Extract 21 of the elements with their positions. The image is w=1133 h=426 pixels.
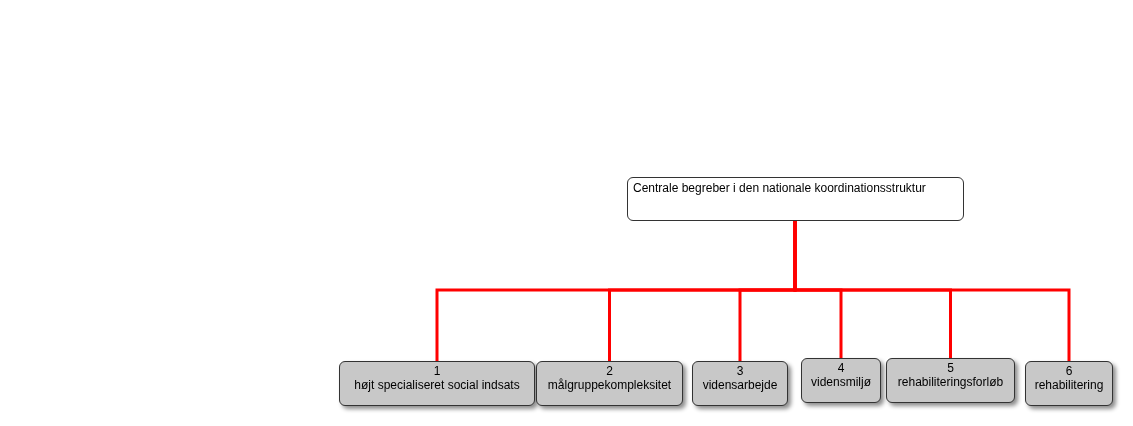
- concept-box: [1025, 361, 1113, 406]
- concept-label: målgruppekompleksitet: [546, 378, 673, 392]
- concept-number: 2: [605, 364, 614, 378]
- concept-number: 6: [1064, 364, 1074, 378]
- concept-number: 1: [432, 364, 442, 378]
- concept-label: rehabiliteringsforløb: [896, 375, 1005, 389]
- concept-label: rehabilitering: [1033, 378, 1105, 392]
- concept-box: [692, 361, 788, 406]
- title-box: [627, 177, 964, 221]
- connector-line: [793, 221, 1071, 361]
- concept-label: vidensarbejde: [701, 378, 779, 392]
- concept-box: [886, 358, 1015, 403]
- concept-label: vidensmiljø: [810, 375, 872, 389]
- concept-box: [801, 358, 881, 403]
- concept-number: 4: [836, 361, 846, 375]
- concept-number: 5: [946, 361, 955, 375]
- concept-box: [536, 361, 683, 406]
- concept-number: 3: [735, 364, 745, 378]
- concept-label: højt specialiseret social indsats: [353, 378, 521, 392]
- diagram-heading: Centrale begreber i den nationale koordinationsstruktur: [633, 181, 927, 195]
- concept-box: [339, 361, 535, 406]
